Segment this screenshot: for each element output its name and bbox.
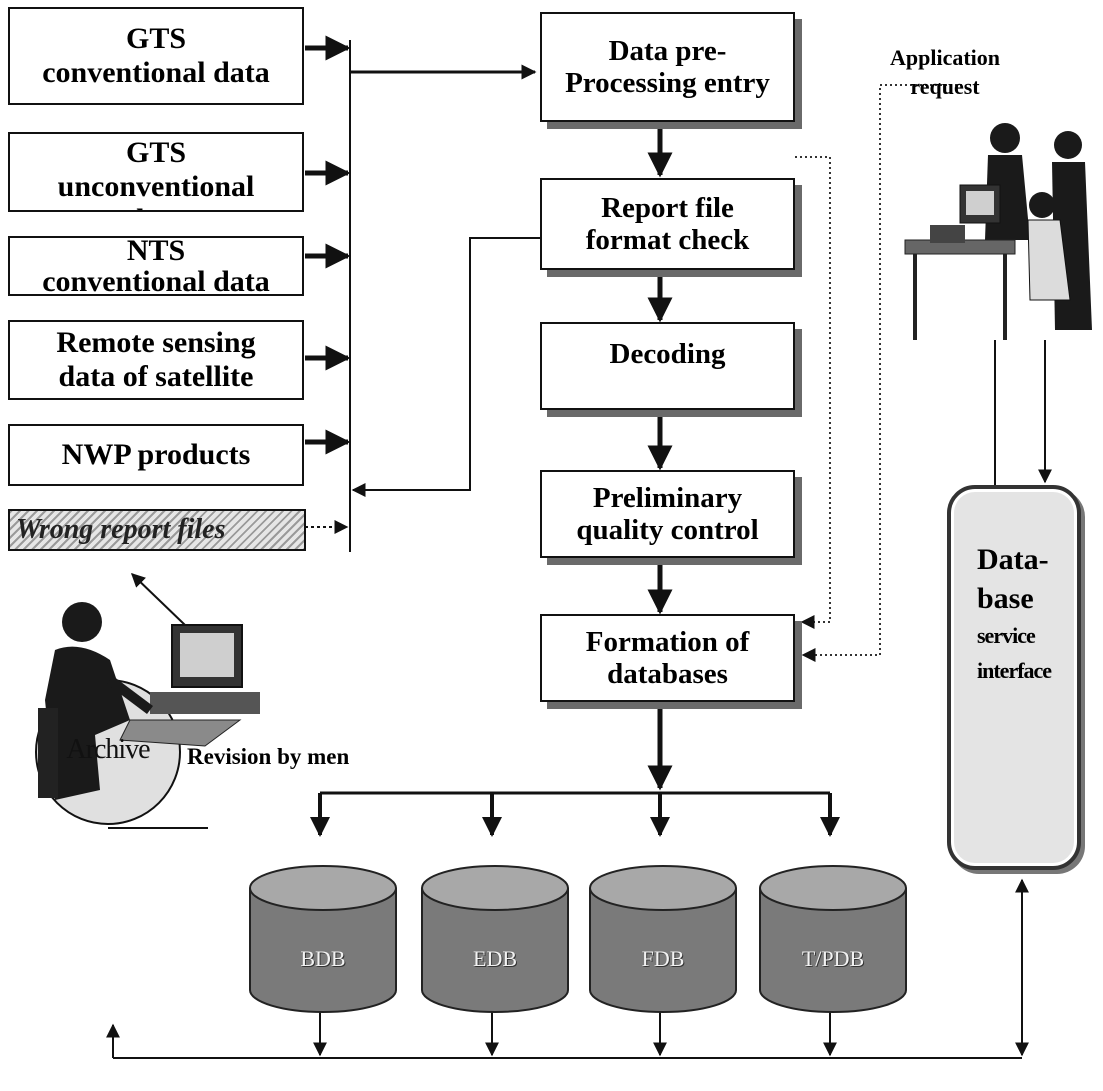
flow-box-decoding: Decoding <box>540 322 795 410</box>
database-label-fdb: FDB <box>641 946 685 971</box>
flow-box-quality-control: Preliminary quality control <box>540 470 795 558</box>
source-box-remote-sensing: Remote sensing data of satellite <box>8 320 304 400</box>
source-label-gts-conventional: GTS conventional data <box>42 22 270 89</box>
flow-box-format-check: Report file format check <box>540 178 795 270</box>
database-service-interface-text: Data- base service interface <box>977 540 1077 688</box>
source-box-gts-conventional: GTS conventional data <box>8 7 304 105</box>
service-interface-line4: interface <box>977 658 1052 684</box>
database-service-interface-panel <box>947 485 1081 870</box>
database-label-edb: EDB <box>473 946 517 971</box>
users-at-workstation-figure <box>904 123 1092 340</box>
source-label-nts-conventional: NTS conventional data <box>42 236 270 296</box>
flow-label-quality-control: Preliminary quality control <box>576 481 759 546</box>
source-label-gts-unconventional: GTS unconventional data <box>57 136 255 210</box>
operator-at-computer-figure <box>38 602 260 800</box>
wrong-report-files-box: Wrong report files <box>8 509 306 551</box>
source-label-remote-sensing: Remote sensing data of satellite <box>56 326 256 393</box>
application-request-label: Application request <box>870 44 1020 101</box>
flow-label-formation: Formation of databases <box>585 625 750 690</box>
archive-label: Archive <box>66 734 150 765</box>
database-cylinder-fdb <box>589 865 737 1013</box>
source-box-nts-conventional: NTS conventional data <box>8 236 304 296</box>
service-interface-line1: Data- <box>977 543 1049 576</box>
database-cylinder-edb <box>421 865 569 1013</box>
application-request-text: Application request <box>889 45 1001 99</box>
flow-label-preprocessing: Data pre- Processing entry <box>565 34 770 99</box>
flow-label-format-check: Report file format check <box>585 191 750 256</box>
arrow-format-feedback <box>351 237 540 497</box>
source-label-nwp-products: NWP products <box>61 438 251 472</box>
flow-box-formation: Formation of databases <box>540 614 795 702</box>
database-label-bdb: BDB <box>300 946 346 971</box>
dotted-bypass-line <box>795 156 831 629</box>
service-interface-line3: service <box>977 623 1036 648</box>
source-box-gts-unconventional: GTS unconventional data <box>8 132 304 212</box>
wrong-report-files-label: Wrong report files <box>16 514 226 546</box>
source-box-nwp-products: NWP products <box>8 424 304 486</box>
service-interface-line2: base <box>977 582 1034 615</box>
flow-label-decoding: Decoding <box>609 338 726 370</box>
application-request-line <box>801 84 962 662</box>
database-cylinder-bdb <box>249 865 397 1013</box>
database-cylinder-tpdb <box>759 865 907 1013</box>
revision-by-men-label: Revision by men <box>187 744 350 769</box>
flow-box-preprocessing: Data pre- Processing entry <box>540 12 795 122</box>
database-label-tpdb: T/PDB <box>801 946 865 971</box>
revision-pointer-arrow <box>130 573 186 626</box>
